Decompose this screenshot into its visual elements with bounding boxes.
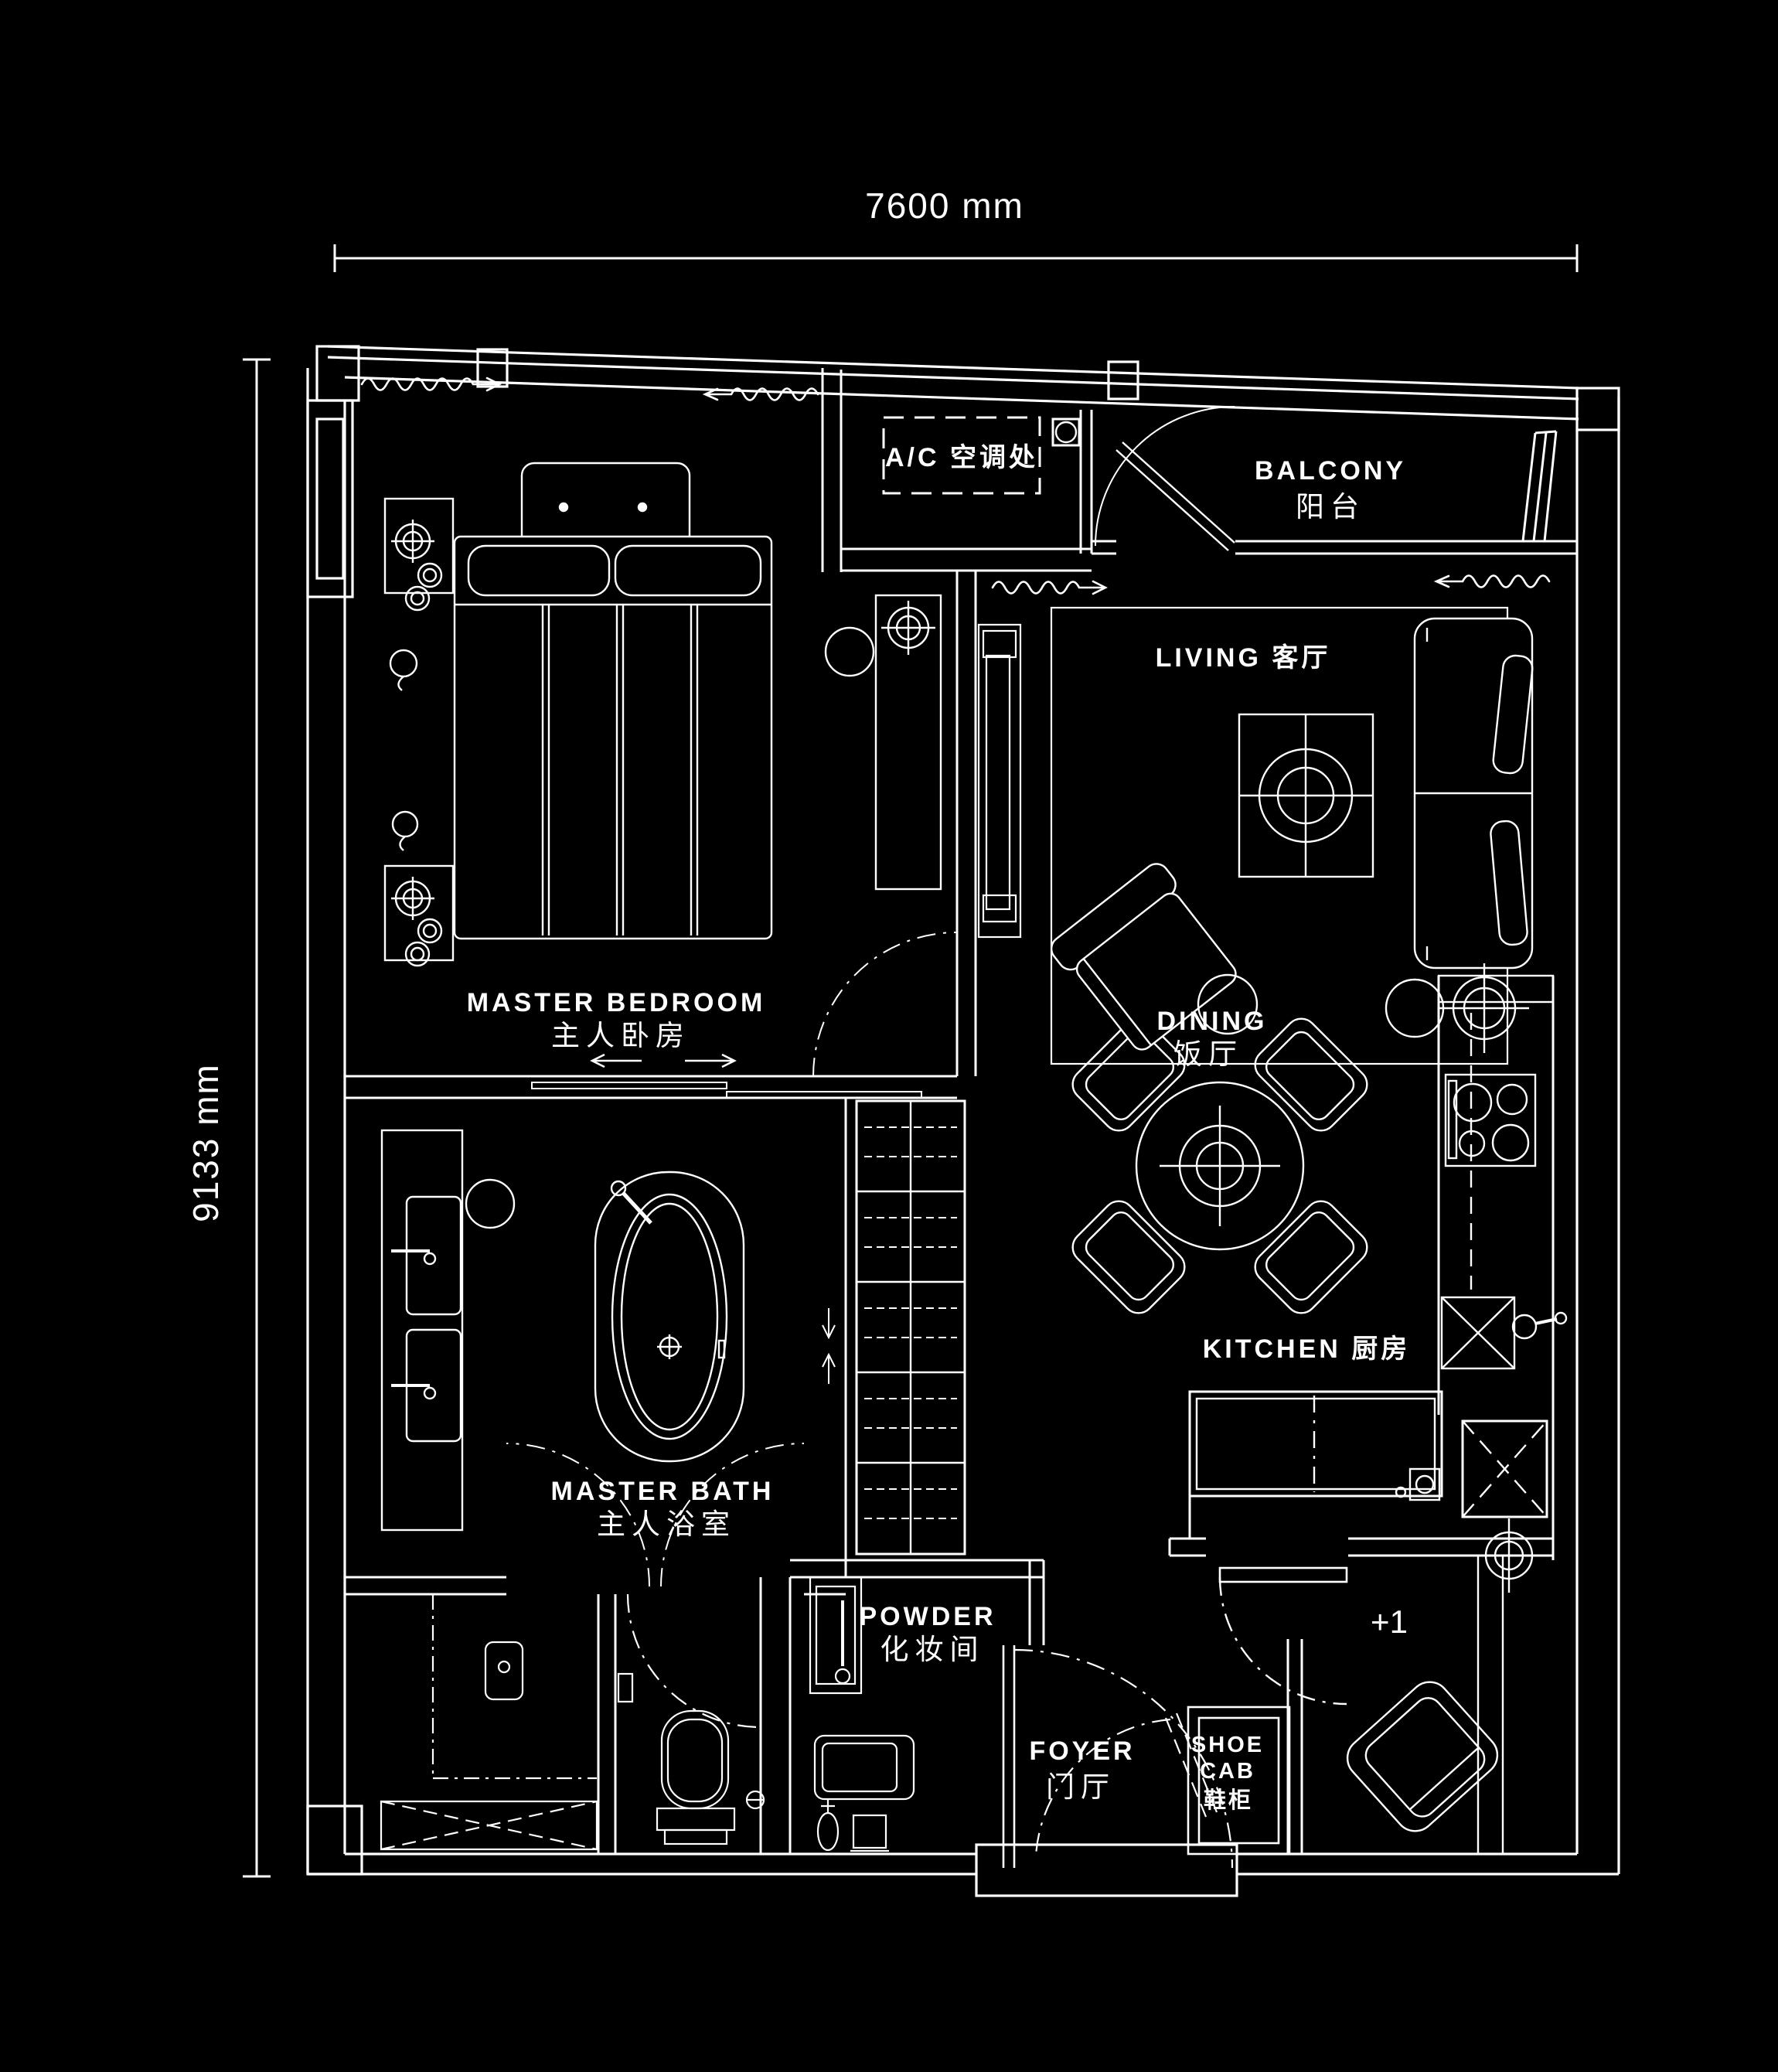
bath-vanity	[380, 1129, 464, 1532]
pendant-light-symbol	[1439, 963, 1529, 1053]
label-foyer-en: FOYER	[1029, 1736, 1135, 1766]
pendant-light-symbol	[1472, 1518, 1546, 1593]
paper-holder	[617, 1672, 634, 1703]
kitchen	[1168, 974, 1568, 1706]
label-shoe-cab-1: SHOE	[1191, 1733, 1264, 1757]
powder-cabinet	[809, 1576, 863, 1695]
dining-chair	[1071, 1017, 1186, 1132]
bedroom-desk	[824, 594, 942, 891]
coffee-table	[1238, 713, 1374, 878]
plus-one-room	[1286, 1518, 1546, 1854]
nightstand-top	[383, 497, 455, 691]
bathtub	[594, 1171, 745, 1463]
tv-partition-wall	[955, 571, 1022, 1076]
bath-stool	[465, 1178, 516, 1229]
appliance-box	[1461, 1419, 1548, 1518]
label-dining-zh: 饭厅	[1173, 1038, 1243, 1070]
label-powder-zh: 化妆间	[880, 1634, 985, 1665]
entry-threshold	[975, 1843, 1238, 1897]
label-shoe-cab-2: CAB	[1200, 1759, 1255, 1784]
label-master-bedroom-en: MASTER BEDROOM	[467, 988, 766, 1017]
plus-one-chair	[1346, 1681, 1499, 1832]
master-bedroom	[383, 462, 942, 967]
dimension-lines	[243, 244, 1579, 1878]
room-labels: A/C 空调处 BALCONY 阳台 LIVING 客厅 MASTER BEDR…	[467, 443, 1411, 1813]
shoe-cabinet	[1187, 1706, 1291, 1856]
label-living: LIVING 客厅	[1156, 642, 1331, 673]
shower-mat	[380, 1800, 598, 1851]
living-room	[1050, 606, 1534, 1065]
dimension-width-label: 7600 mm	[865, 186, 1024, 226]
hanger-symbols	[864, 1126, 957, 1519]
bedroom-sliding-door	[345, 932, 958, 1099]
balcony-door	[1095, 406, 1235, 551]
dining-set	[1071, 1017, 1368, 1314]
label-master-bedroom-zh: 主人卧房	[551, 1020, 690, 1051]
label-plus-one: +1	[1371, 1603, 1408, 1640]
powder-door	[1002, 1645, 1234, 1869]
master-bath	[345, 1129, 846, 1596]
label-ac-zone: A/C 空调处	[885, 443, 1038, 472]
label-balcony-zh: 阳台	[1296, 491, 1365, 523]
kitchen-door	[1218, 1566, 1348, 1706]
shower-room	[380, 1594, 598, 1851]
window-slide-symbols	[360, 377, 1551, 595]
dining-chair	[1254, 1200, 1368, 1314]
side-stool	[1385, 978, 1445, 1038]
powder-room	[809, 1576, 1234, 1869]
label-shoe-cab-zh: 鞋柜	[1204, 1787, 1253, 1813]
cooktop	[1444, 1073, 1537, 1167]
label-balcony-en: BALCONY	[1255, 456, 1406, 486]
dining-chair	[1254, 1017, 1368, 1132]
powder-vanity	[813, 1734, 915, 1852]
foyer	[1034, 1706, 1291, 1856]
label-master-bath-zh: 主人浴室	[597, 1508, 736, 1540]
bath-double-door	[506, 1443, 805, 1587]
label-foyer-zh: 门厅	[1046, 1771, 1116, 1803]
label-master-bath-en: MASTER BATH	[551, 1477, 775, 1506]
label-powder-en: POWDER	[860, 1602, 996, 1631]
wc-door-arc	[626, 1593, 761, 1729]
label-kitchen: KITCHEN 厨房	[1203, 1334, 1411, 1364]
closet-arrows	[822, 1308, 836, 1384]
dining-chair	[1071, 1200, 1186, 1314]
entry-door	[1034, 1712, 1218, 1856]
dining-table	[1135, 1081, 1305, 1251]
wc-room	[617, 1593, 765, 1845]
bed	[453, 535, 773, 940]
toilet	[656, 1709, 736, 1845]
tv-unit	[977, 623, 1022, 939]
outer-walls	[306, 345, 1620, 1897]
kitchen-lower-counter	[1188, 1390, 1443, 1501]
desk-chair	[824, 626, 875, 677]
wardrobe	[822, 1098, 966, 1577]
living-armchair	[1050, 863, 1237, 1051]
kitchen-sink	[1440, 1296, 1568, 1370]
sofa	[1413, 617, 1534, 970]
dimension-height-label: 9133 mm	[186, 1063, 226, 1222]
side-stool	[1197, 973, 1259, 1035]
ac-unit-zone	[882, 416, 1081, 495]
nightstand-bottom	[383, 810, 455, 967]
balcony-walls	[821, 368, 1577, 572]
label-dining-en: DINING	[1157, 1007, 1268, 1036]
